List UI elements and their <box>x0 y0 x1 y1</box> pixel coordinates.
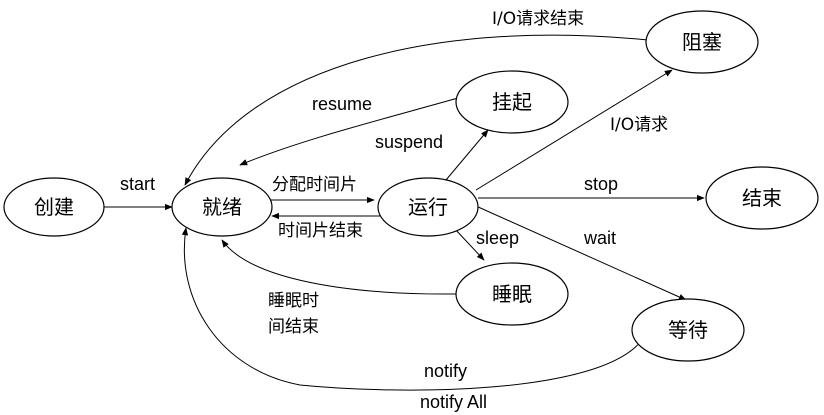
label-sleep-end-line1: 睡眠时 <box>268 291 319 311</box>
label-io-request-end: I/O请求结束 <box>492 9 584 29</box>
label-allocate-timeslice: 分配时间片 <box>272 175 357 195</box>
edge-wait <box>475 205 687 301</box>
svg-text:挂起: 挂起 <box>492 90 532 114</box>
svg-text:等待: 等待 <box>668 318 708 342</box>
svg-text:运行: 运行 <box>408 195 448 219</box>
label-start: start <box>120 174 155 194</box>
label-sleep-end-line2: 间结束 <box>268 317 319 337</box>
label-notify: notify <box>424 361 467 381</box>
label-suspend: suspend <box>375 132 443 152</box>
edge-resume <box>239 97 459 166</box>
node-waiting: 等待 <box>631 298 745 362</box>
svg-text:结束: 结束 <box>742 186 782 210</box>
edge-io-request <box>475 69 673 191</box>
label-sleep: sleep <box>476 228 519 248</box>
node-running: 运行 <box>377 177 479 237</box>
edge-suspend <box>445 129 489 181</box>
node-create: 创建 <box>3 177 105 237</box>
svg-text:睡眠: 睡眠 <box>492 282 532 306</box>
label-notify-all: notify All <box>420 392 487 412</box>
svg-text:阻塞: 阻塞 <box>682 30 722 54</box>
edge-sleep-end <box>221 239 457 295</box>
label-stop: stop <box>584 174 618 194</box>
label-io-request: I/O请求 <box>610 115 668 135</box>
edge-sleep <box>453 227 485 261</box>
svg-text:就绪: 就绪 <box>202 195 242 219</box>
node-sleeping: 睡眠 <box>455 262 569 326</box>
label-wait: wait <box>583 228 616 248</box>
node-end: 结束 <box>705 166 819 230</box>
node-blocked: 阻塞 <box>645 10 759 74</box>
label-resume: resume <box>312 94 372 114</box>
node-ready: 就绪 <box>171 177 273 237</box>
svg-text:创建: 创建 <box>34 195 74 219</box>
edge-io-request-end <box>184 34 649 186</box>
edge-notify <box>181 227 643 391</box>
label-timeslice-end: 时间片结束 <box>278 221 363 241</box>
node-suspended: 挂起 <box>455 70 569 134</box>
